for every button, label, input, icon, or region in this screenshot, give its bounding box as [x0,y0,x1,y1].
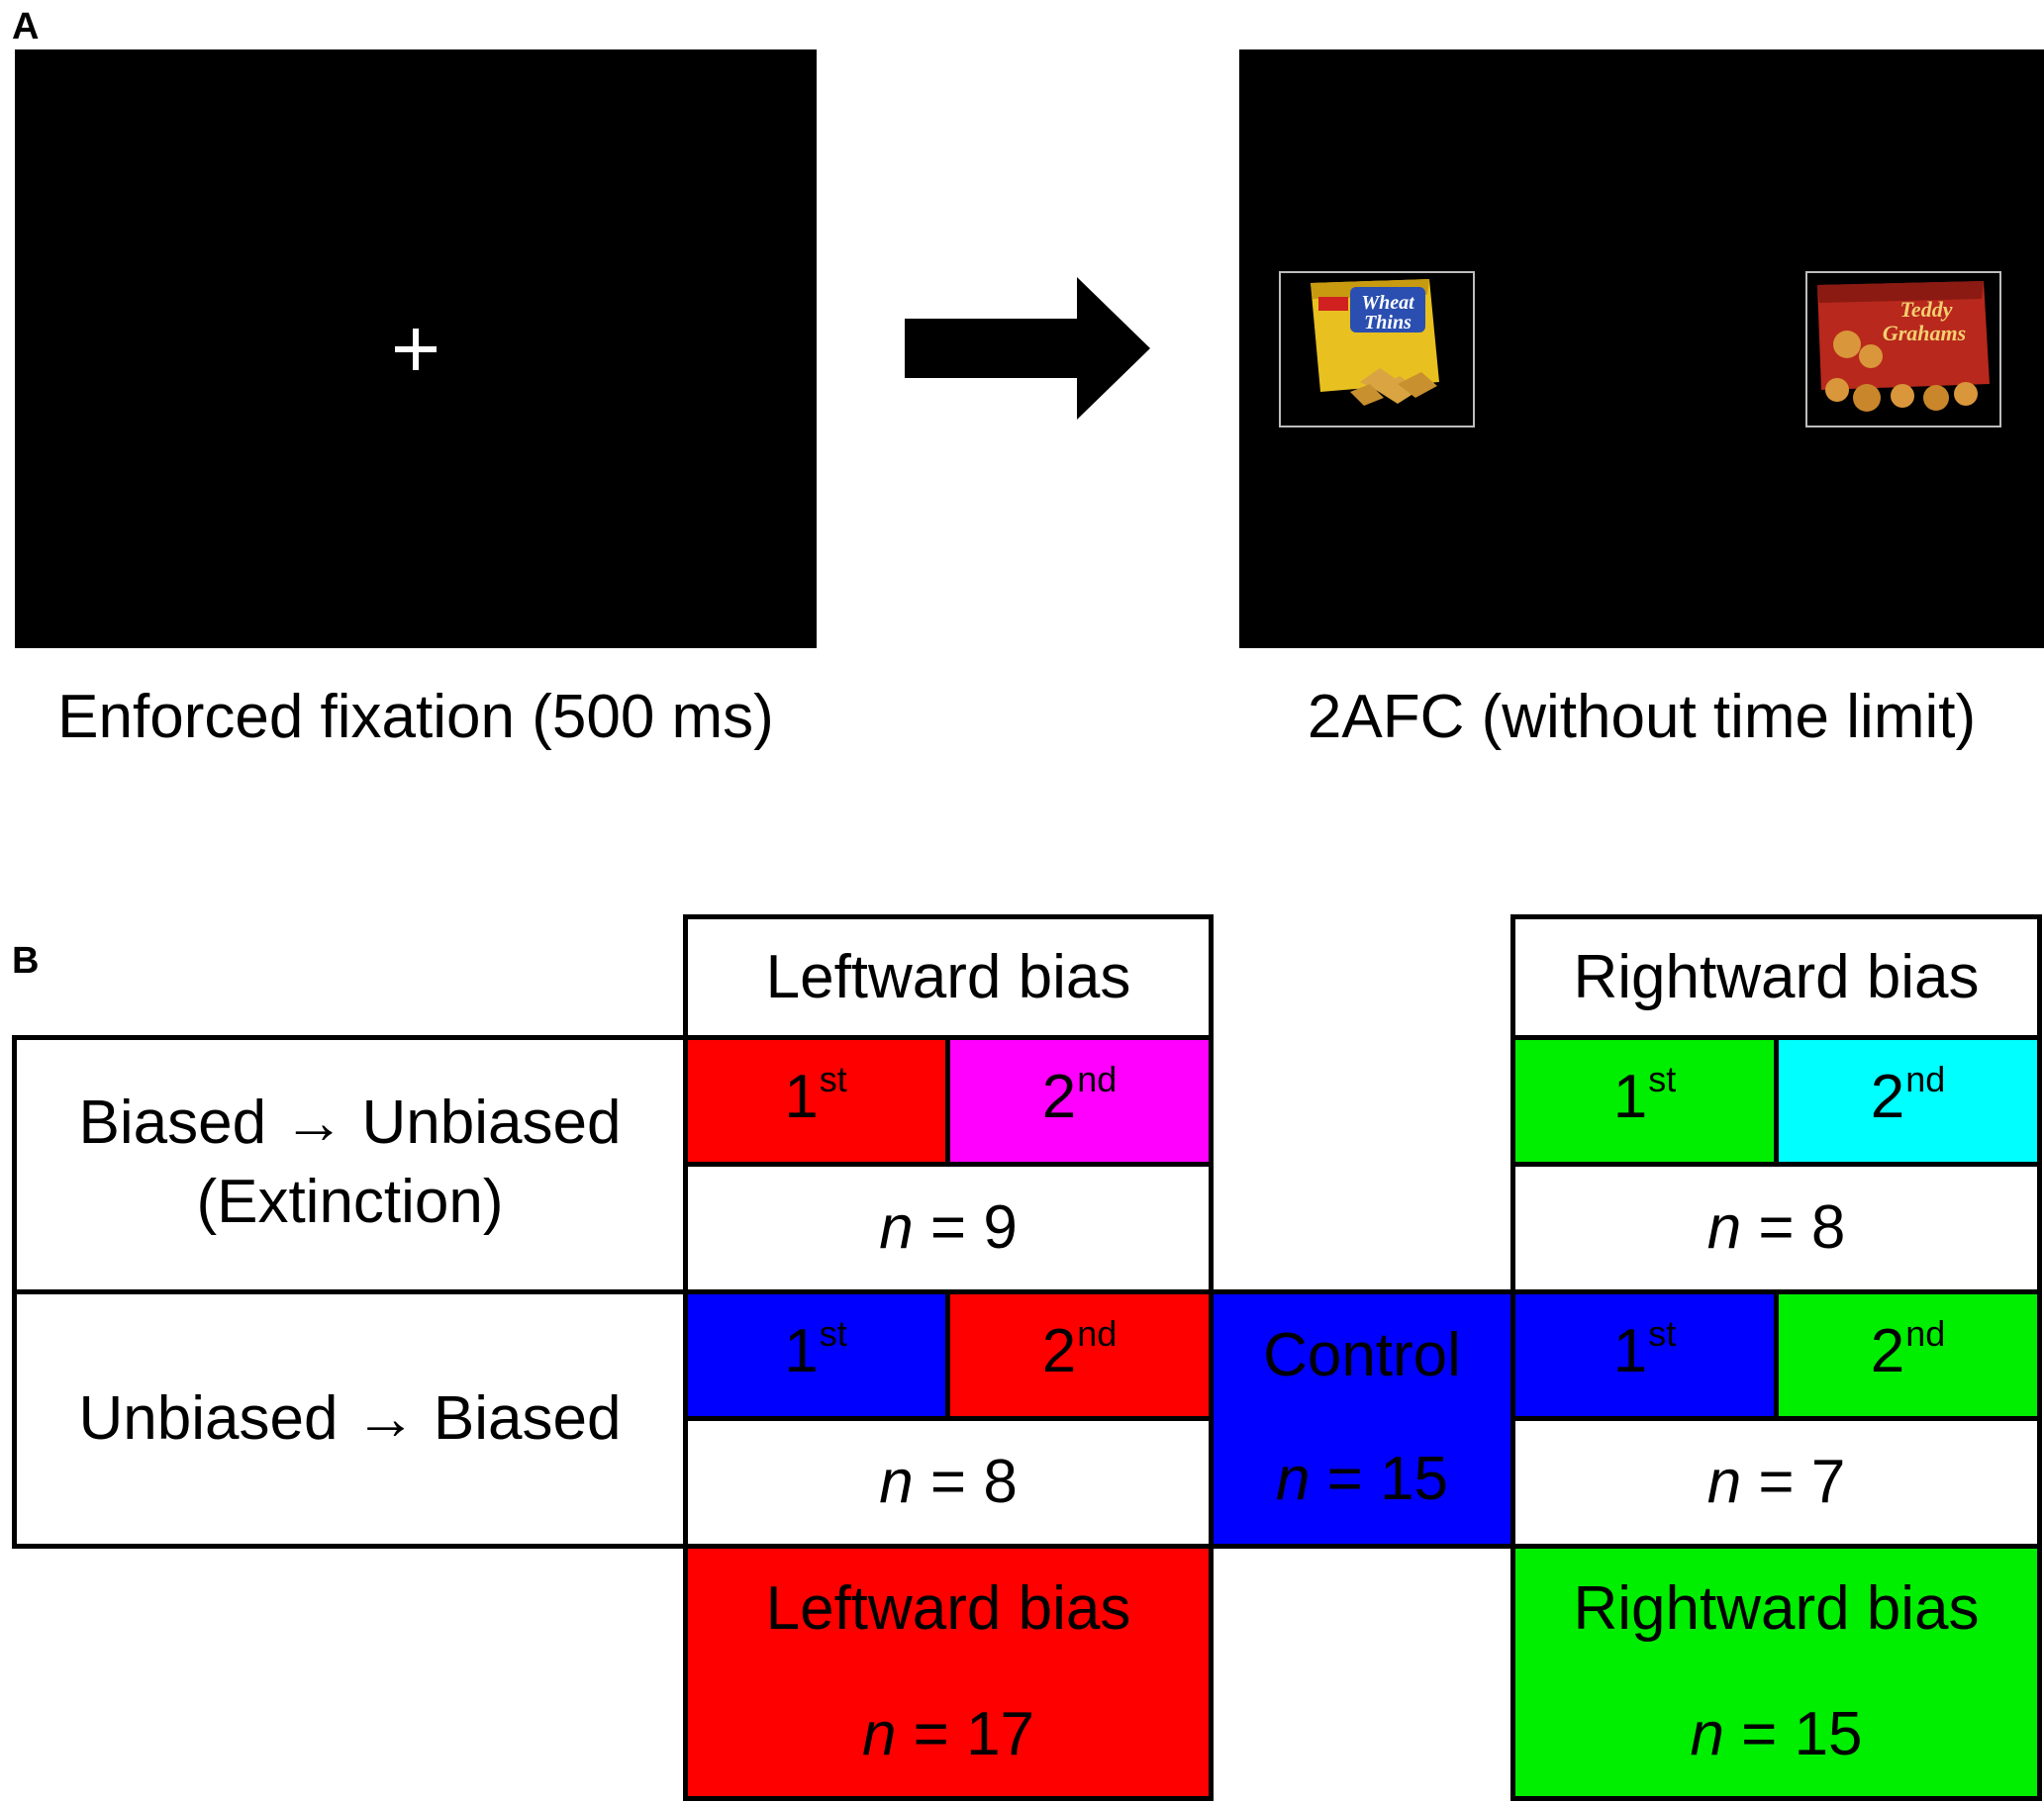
row2-right-second-label: 2nd [1870,1312,1946,1385]
teddy-grahams-bag-icon: Teddy Grahams [1817,281,1990,412]
grid-line [12,1289,2042,1294]
row2-left-first-label: 1st [784,1312,847,1385]
grid-line [1209,914,1214,1801]
bottom-left-label: Leftward bias [765,1574,1131,1643]
row1-left-second-label: 2nd [1041,1058,1118,1131]
row1-right-second-cell [1777,1038,2039,1165]
grid-line [2037,914,2042,1801]
control-n: n = 15 [1275,1445,1449,1513]
row1-left-first-label: 1st [784,1058,847,1131]
row2-left-second-cell [948,1292,1211,1419]
row2-left-second-label: 2nd [1041,1312,1118,1385]
row1-right-second-label: 2nd [1870,1058,1946,1131]
panel-a-label: A [12,6,40,47]
grid-line [1774,1289,1779,1421]
row1-right-n: n = 8 [1706,1193,1846,1262]
row2-right-n: n = 7 [1706,1448,1846,1516]
row2-left-n: n = 8 [879,1448,1018,1516]
grid-line [1510,914,2042,919]
grid-line [12,1035,1214,1040]
panel-b-label: B [12,940,40,982]
grid-line [683,1796,1214,1801]
control-cell [1211,1292,1513,1547]
fixation-cross-icon [395,329,437,370]
svg-text:Grahams: Grahams [1883,321,1966,345]
row1-label-line1: Biased → Unbiased [78,1089,622,1157]
svg-text:Wheat: Wheat [1361,292,1415,314]
grid-line [1774,1035,1779,1167]
grid-line [683,914,1214,919]
header-rightward-bias: Rightward bias [1573,942,1980,1011]
right-arrow-icon [905,277,1150,420]
svg-text:Teddy: Teddy [1900,297,1953,322]
left-option-frame: Wheat Thins [1279,271,1475,427]
grid-line [945,1035,950,1167]
grid-line [12,1544,2042,1549]
bottom-right-cell [1513,1547,2039,1799]
row2-left-first-cell [686,1292,948,1419]
fixation-caption: Enforced fixation (500 ms) [57,683,774,751]
bottom-left-n: n = 17 [861,1699,1035,1768]
row-label-unbiased-to-biased: Unbiased → Biased [78,1384,622,1453]
row-label-biased-to-unbiased: Biased → Unbiased (Extinction) [17,1040,683,1289]
fixation-screen [15,49,817,648]
row1-left-second-cell [948,1038,1211,1165]
row1-label-line2: (Extinction) [196,1168,504,1236]
right-option-frame: Teddy Grahams [1805,271,2001,427]
row2-right-second-cell [1777,1292,2039,1419]
grid-line [12,1035,17,1549]
choice-screen: Wheat Thins Teddy Grahams [1239,49,2044,648]
choice-caption: 2AFC (without time limit) [1307,683,1977,751]
grid-line [1510,1796,2042,1801]
row1-left-first-cell [686,1038,948,1165]
bottom-right-label: Rightward bias [1573,1574,1980,1643]
grid-line [683,914,688,1801]
row1-right-first-label: 1st [1612,1058,1677,1131]
bottom-left-cell [686,1547,1211,1799]
row1-right-first-cell [1513,1038,1777,1165]
grid-line [945,1289,950,1421]
control-label: Control [1263,1320,1461,1389]
row2-right-first-cell [1513,1292,1777,1419]
row1-left-n: n = 9 [879,1193,1018,1262]
row2-right-first-label: 1st [1612,1312,1677,1385]
header-leftward-bias: Leftward bias [765,942,1131,1011]
svg-text:Thins: Thins [1364,312,1411,333]
bottom-right-n: n = 15 [1690,1699,1863,1768]
grid-line [1510,914,1515,1801]
wheat-thins-bag-icon: Wheat Thins [1311,279,1439,406]
